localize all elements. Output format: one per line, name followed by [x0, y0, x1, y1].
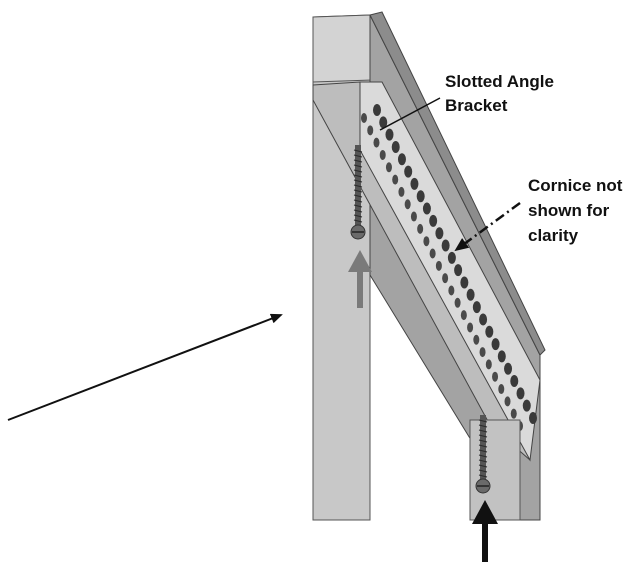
bracket-slot: [491, 338, 500, 351]
bracket-slot: [410, 177, 419, 190]
screw-thread: [478, 434, 488, 438]
screw-thread: [478, 454, 488, 458]
bracket-slot: [497, 350, 506, 363]
screw-thread: [353, 179, 363, 183]
cornice-label-line2: shown for: [528, 201, 610, 220]
bracket-flange-slot: [392, 174, 399, 185]
screw-thread: [478, 449, 488, 453]
bracket-flange-slot: [442, 273, 449, 284]
bracket-slot: [422, 202, 431, 215]
bracket-flange-slot: [361, 113, 367, 123]
bracket-label-line1: Slotted Angle: [445, 72, 554, 91]
bracket-flange-slot: [510, 408, 517, 419]
bracket-slot: [504, 362, 513, 375]
bracket-flange-slot: [410, 211, 417, 222]
bracket-flange-slot: [504, 396, 511, 407]
bracket-slot: [373, 104, 381, 116]
screw-thread: [478, 459, 488, 463]
screw-thread: [478, 464, 488, 468]
bracket-slot: [466, 288, 475, 301]
bracket-flange-slot: [417, 223, 424, 234]
bracket-flange-slot: [454, 297, 461, 308]
arrow-icon: [7, 313, 283, 421]
lower-screw-threads: [478, 419, 488, 478]
screw-thread: [478, 439, 488, 443]
bracket-slot: [485, 325, 494, 338]
lower-screw: [475, 415, 491, 494]
screw-thread: [353, 204, 363, 208]
bracket-flange-slot: [448, 285, 455, 296]
upper-screw: [350, 145, 366, 240]
bracket-slot: [522, 399, 531, 412]
screw-thread: [353, 194, 363, 198]
bracket-flange-slot: [479, 347, 486, 358]
bracket-slot: [510, 375, 519, 388]
upper-screw-threads: [353, 149, 363, 223]
bracket-foot: [469, 419, 521, 521]
bracket-slot: [397, 153, 406, 166]
bracket-flange-slot: [385, 162, 392, 173]
cornice-label-line1: Cornice not: [528, 176, 623, 195]
screw-thread: [478, 444, 488, 448]
bracket-slots: [361, 104, 537, 431]
screw-thread: [478, 469, 488, 473]
screw-thread: [353, 174, 363, 178]
slotted-angle-bracket: [312, 81, 541, 462]
bracket-slot: [441, 239, 450, 252]
screw-thread: [353, 149, 363, 153]
bracket-flange-slot: [467, 322, 474, 333]
bracket-slot: [404, 165, 413, 178]
bracket-slot: [472, 301, 481, 314]
screw-thread: [353, 164, 363, 168]
bracket-slot: [379, 116, 388, 129]
bracket-flange-slot: [379, 149, 386, 160]
bracket-slot: [447, 251, 456, 264]
screw-thread: [353, 154, 363, 158]
bracket-slot: [516, 387, 525, 400]
screw-thread: [353, 214, 363, 218]
bracket-slot: [429, 214, 438, 227]
screw-thread: [353, 189, 363, 193]
bracket-slot: [454, 264, 463, 277]
screw-thread: [478, 419, 488, 423]
bracket-flange-slot: [473, 334, 480, 345]
bracket-flange-slot: [429, 248, 436, 259]
bracket-flange-slot: [367, 125, 374, 136]
bracket-flange-slot: [498, 384, 505, 395]
bracket-flange-slot: [492, 371, 499, 382]
bracket-flange-slot: [404, 199, 411, 210]
screw-thread: [353, 159, 363, 163]
bracket-flange-slot: [373, 137, 380, 148]
cornice-label-line3: clarity: [528, 226, 579, 245]
screw-thread: [353, 199, 363, 203]
sloped-frame-top-edge: [369, 11, 546, 356]
screw-thread: [478, 429, 488, 433]
bracket-slot: [479, 313, 488, 326]
bracket-slot: [391, 140, 400, 153]
bracket-slot: [385, 128, 394, 141]
bracket-flange-slot: [423, 236, 430, 247]
bracket-flange-slot: [398, 186, 405, 197]
post-top-face: [312, 14, 373, 83]
bracket-flange-slot: [460, 310, 467, 321]
bracket-label-line2: Bracket: [445, 96, 508, 115]
screw-thread: [353, 209, 363, 213]
bracket-slot: [529, 412, 537, 424]
screw-thread: [353, 184, 363, 188]
bracket-slot: [460, 276, 469, 289]
bracket-flange-slot: [435, 260, 442, 271]
up-arrow-icon: [472, 500, 498, 562]
screw-thread: [353, 169, 363, 173]
screw-thread: [478, 424, 488, 428]
bracket-flange-slot: [485, 359, 492, 370]
screw-thread: [478, 474, 488, 478]
bracket-leader-line: [379, 97, 441, 131]
cornice-pointer-arrow: [454, 201, 521, 252]
screw-thread: [353, 219, 363, 223]
bracket-slot: [416, 190, 425, 203]
up-arrow-icon: [348, 250, 372, 308]
bracket-slot: [435, 227, 444, 240]
